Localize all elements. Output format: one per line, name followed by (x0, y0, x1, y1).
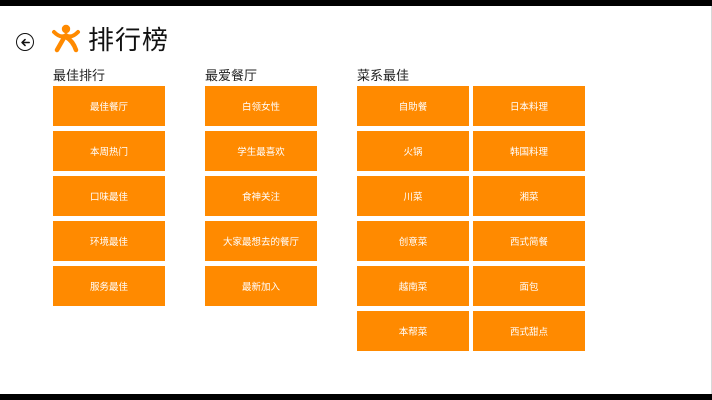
tile-hotpot[interactable]: 火锅 (357, 131, 469, 171)
tile-white-collar-women[interactable]: 白领女性 (205, 86, 317, 126)
group-title-favorite-restaurants: 最爱餐厅 (205, 69, 258, 84)
tile-newly-added[interactable]: 最新加入 (205, 266, 317, 306)
tile-creative[interactable]: 创意菜 (357, 221, 469, 261)
tile-shanghai-cuisine[interactable]: 本帮菜 (357, 311, 469, 351)
person-logo-icon (52, 24, 80, 53)
tile-best-taste[interactable]: 口味最佳 (53, 176, 165, 216)
tile-best-restaurant[interactable]: 最佳餐厅 (53, 86, 165, 126)
tile-hunan[interactable]: 湘菜 (473, 176, 585, 216)
tile-vietnamese[interactable]: 越南菜 (357, 266, 469, 306)
tile-best-environment[interactable]: 环境最佳 (53, 221, 165, 261)
tile-buffet[interactable]: 自助餐 (357, 86, 469, 126)
tile-japanese[interactable]: 日本料理 (473, 86, 585, 126)
back-arrow-icon (20, 38, 30, 46)
group-title-best-cuisine: 菜系最佳 (357, 69, 410, 84)
app-window: 排行榜 最佳排行 最佳餐厅 本周热门 口味最佳 环境最佳 服务最佳 最爱餐厅 白… (0, 6, 712, 394)
tile-western-light-meal[interactable]: 西式简餐 (473, 221, 585, 261)
tile-most-wanted[interactable]: 大家最想去的餐厅 (205, 221, 317, 261)
tile-bread[interactable]: 面包 (473, 266, 585, 306)
tile-student-favorite[interactable]: 学生最喜欢 (205, 131, 317, 171)
tile-best-service[interactable]: 服务最佳 (53, 266, 165, 306)
back-button[interactable] (16, 33, 34, 51)
tile-western-dessert[interactable]: 西式甜点 (473, 311, 585, 351)
tile-korean[interactable]: 韩国料理 (473, 131, 585, 171)
tile-weekly-hot[interactable]: 本周热门 (53, 131, 165, 171)
group-title-best-ranking: 最佳排行 (53, 69, 106, 84)
tile-foodie-attention[interactable]: 食神关注 (205, 176, 317, 216)
tile-sichuan[interactable]: 川菜 (357, 176, 469, 216)
page-title: 排行榜 (88, 26, 170, 56)
